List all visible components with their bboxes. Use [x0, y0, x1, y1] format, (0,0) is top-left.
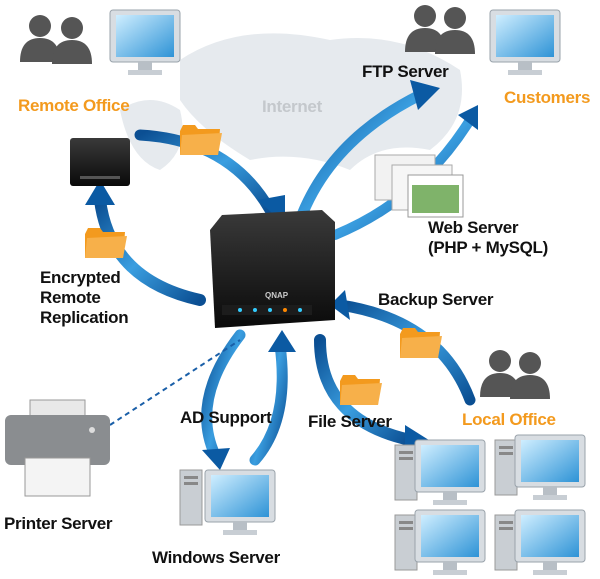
label-replication-1: Encrypted [40, 268, 121, 287]
person-icon [52, 17, 92, 64]
label-internet: Internet [262, 97, 322, 116]
monitor-icon [489, 9, 561, 76]
monitor-icon [414, 509, 486, 576]
monitor-icon [109, 9, 181, 76]
folder-icon [340, 375, 382, 405]
monitor-icon [414, 439, 486, 506]
label-web-server-stack: (PHP + MySQL) [428, 238, 549, 257]
label-file-server: File Server [308, 412, 392, 431]
pc-tower-icon [394, 444, 418, 501]
folder-icon [400, 328, 442, 358]
remote-nas-icon [70, 138, 130, 186]
label-replication-3: Replication [40, 308, 129, 327]
folder-icon [180, 125, 222, 155]
label-printer-server: Printer Server [4, 514, 113, 533]
person-icon [510, 352, 550, 399]
person-icon [435, 7, 475, 54]
label-customers: Customers [504, 88, 591, 107]
pc-tower-icon [179, 469, 203, 526]
label-remote-office: Remote Office [18, 96, 130, 115]
label-ad-support: AD Support [180, 408, 272, 427]
monitor-icon [514, 434, 586, 501]
printer-icon [5, 399, 110, 497]
central-nas-icon: QNAP [210, 210, 335, 328]
label-replication-2: Remote [40, 288, 101, 307]
monitor-icon [204, 469, 276, 536]
label-local-office: Local Office [462, 410, 556, 429]
browser-window-icon [374, 154, 464, 218]
monitor-icon [514, 509, 586, 576]
pc-tower-icon [494, 514, 518, 571]
label-backup-server: Backup Server [378, 290, 494, 309]
label-windows-server: Windows Server [152, 548, 280, 567]
qnap-logo: QNAP [265, 291, 289, 300]
folder-icon [85, 228, 127, 258]
printer-connection-line [109, 339, 241, 426]
pc-tower-icon [394, 514, 418, 571]
label-web-server: Web Server [428, 218, 519, 237]
label-ftp-server: FTP Server [362, 62, 449, 81]
pc-tower-icon [494, 439, 518, 496]
